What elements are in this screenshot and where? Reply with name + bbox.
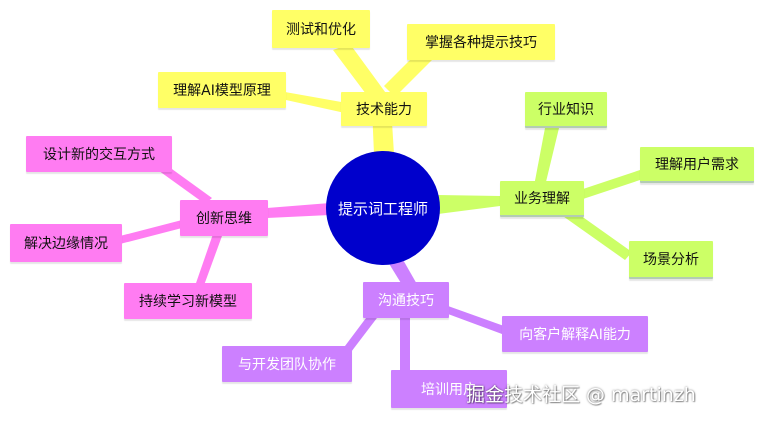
leaf-testing: 测试和优化	[272, 10, 370, 48]
leaf-scenario-analysis: 场景分析	[629, 241, 713, 279]
link-inno-learn	[195, 234, 222, 288]
leaf-dev-collaboration: 与开发团队协作	[222, 346, 352, 382]
link-comm-dev	[342, 310, 380, 356]
link-center-biz	[438, 195, 500, 214]
leaf-explain-ai: 向客户解释AI能力	[502, 316, 648, 352]
link-comm-explain	[448, 306, 504, 334]
leaf-model-principles: 理解AI模型原理	[158, 72, 286, 108]
branch-business: 业务理解	[500, 181, 584, 217]
link-biz-industry	[534, 128, 559, 186]
link-tech-test	[333, 44, 388, 102]
link-center-comm	[388, 258, 418, 288]
link-inno-design	[155, 164, 212, 204]
leaf-new-interaction: 设计新的交互方式	[26, 136, 172, 172]
link-biz-scene	[560, 208, 632, 260]
branch-technical: 技术能力	[341, 92, 427, 126]
link-comm-train	[400, 316, 410, 372]
leaf-train-users: 培训用户	[391, 370, 507, 408]
leaf-user-needs: 理解用户需求	[640, 147, 754, 183]
link-tech-prompt	[384, 50, 432, 97]
link-tech-model	[285, 92, 347, 113]
branch-innovation: 创新思维	[180, 200, 268, 236]
link-inno-edge	[120, 220, 182, 244]
leaf-edge-cases: 解决边缘情况	[10, 224, 122, 262]
leaf-industry-knowledge: 行业知识	[525, 92, 607, 128]
center-node: 提示词工程师	[326, 151, 440, 265]
link-biz-needs	[580, 170, 640, 200]
link-center-inno	[267, 203, 330, 218]
leaf-continuous-learning: 持续学习新模型	[124, 283, 252, 319]
watermark: 掘金技术社区 @ martinzh	[466, 384, 696, 406]
leaf-prompt-techniques: 掌握各种提示技巧	[407, 24, 555, 60]
branch-communication: 沟通技巧	[363, 282, 449, 318]
